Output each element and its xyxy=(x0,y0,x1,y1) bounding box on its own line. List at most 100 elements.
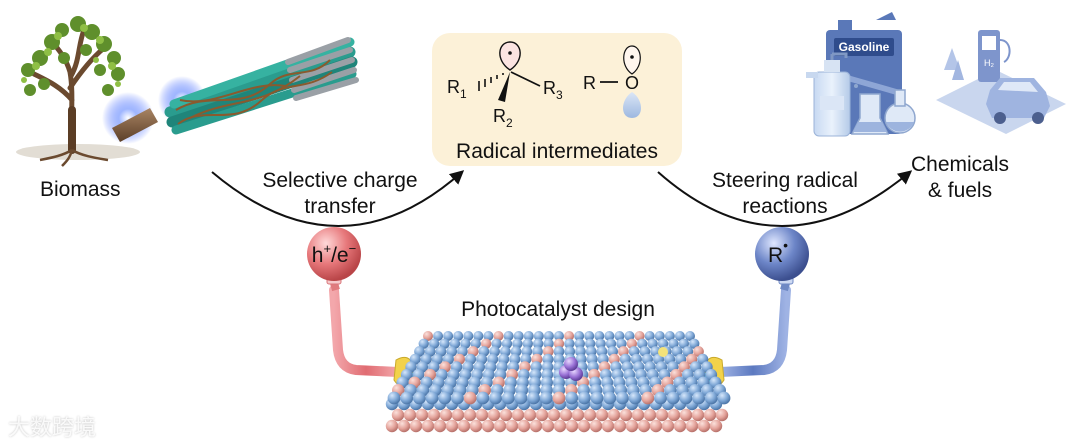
atom xyxy=(649,419,663,433)
atom xyxy=(565,419,579,433)
atom xyxy=(655,408,669,422)
atom xyxy=(415,408,429,422)
atom xyxy=(590,391,604,405)
atom xyxy=(425,391,439,405)
atom xyxy=(457,419,471,433)
atom xyxy=(543,338,554,349)
atom xyxy=(511,408,525,422)
atom xyxy=(625,419,639,433)
atom xyxy=(463,391,477,405)
atom xyxy=(489,391,502,405)
atom xyxy=(553,338,565,349)
atom xyxy=(553,346,565,357)
atom xyxy=(535,408,549,422)
atom xyxy=(517,419,531,433)
atom xyxy=(717,391,731,405)
atom xyxy=(409,419,423,433)
atom xyxy=(476,391,490,405)
atom xyxy=(715,408,729,422)
svg-text:R3: R3 xyxy=(543,78,563,102)
atom xyxy=(553,353,565,365)
atom xyxy=(624,331,635,341)
photocatalyst-design-label: Photocatalyst design xyxy=(461,298,655,321)
chemicals-bottles-icon: Gasoline xyxy=(806,12,916,137)
products-label: Chemicals & fuels xyxy=(900,152,1020,204)
charge-transfer-arrow xyxy=(211,170,465,227)
atom xyxy=(433,419,447,433)
atom xyxy=(574,331,585,341)
atom xyxy=(691,408,705,422)
atom xyxy=(533,338,544,349)
atom xyxy=(664,331,675,341)
atom xyxy=(487,408,501,422)
atom xyxy=(451,408,465,422)
atom xyxy=(514,391,528,405)
atom xyxy=(443,331,454,341)
atom xyxy=(547,408,561,422)
atom xyxy=(574,338,585,349)
atom xyxy=(427,408,441,422)
atom xyxy=(613,419,627,433)
atom xyxy=(541,419,555,433)
atom xyxy=(438,391,452,405)
atom xyxy=(666,391,680,405)
atom xyxy=(564,338,575,349)
atom xyxy=(533,331,544,341)
atom xyxy=(529,419,543,433)
atom xyxy=(604,331,615,341)
radical-ball: R• xyxy=(755,227,809,281)
atom xyxy=(391,408,405,422)
atom xyxy=(463,331,474,341)
atom xyxy=(674,331,685,341)
atom xyxy=(387,391,401,405)
atom xyxy=(542,346,554,357)
svg-text:O: O xyxy=(625,73,639,93)
atom xyxy=(667,408,681,422)
atom xyxy=(641,391,655,405)
atom xyxy=(661,419,675,433)
atom xyxy=(481,419,495,433)
atom xyxy=(552,391,566,405)
atom xyxy=(527,391,541,405)
atom xyxy=(501,391,515,405)
atom xyxy=(453,331,464,341)
atom xyxy=(673,419,687,433)
photocatalyst-slab xyxy=(385,331,731,433)
atom xyxy=(607,408,621,422)
radical-reactions-line-1: Steering radical xyxy=(712,169,858,192)
atom xyxy=(554,331,564,341)
atom xyxy=(421,419,435,433)
atom xyxy=(439,408,453,422)
atom xyxy=(643,408,657,422)
atom xyxy=(403,408,417,422)
atom xyxy=(685,419,699,433)
atom xyxy=(412,391,426,405)
products-line-2: & fuels xyxy=(927,179,993,202)
atom xyxy=(637,419,651,433)
atom xyxy=(397,419,411,433)
atom xyxy=(571,408,585,422)
atom xyxy=(469,419,483,433)
atom xyxy=(704,391,718,405)
charge-transfer-line-1: Selective charge xyxy=(262,169,418,192)
atom xyxy=(493,419,507,433)
atom xyxy=(584,331,595,341)
atom xyxy=(433,331,444,341)
atom xyxy=(697,419,711,433)
atom xyxy=(594,331,605,341)
atom xyxy=(418,338,429,349)
atom xyxy=(614,331,625,341)
atom xyxy=(564,331,575,341)
atom xyxy=(709,419,723,433)
atom xyxy=(553,419,567,433)
atom xyxy=(634,331,645,341)
atom xyxy=(385,419,399,433)
atom xyxy=(503,331,514,341)
biomass-label: Biomass xyxy=(40,178,121,201)
watermark: 大数跨境 xyxy=(8,416,97,441)
atom xyxy=(564,346,576,357)
radical-reactions-line-2: reactions xyxy=(742,195,828,218)
atom xyxy=(644,331,655,341)
atom xyxy=(601,419,615,433)
